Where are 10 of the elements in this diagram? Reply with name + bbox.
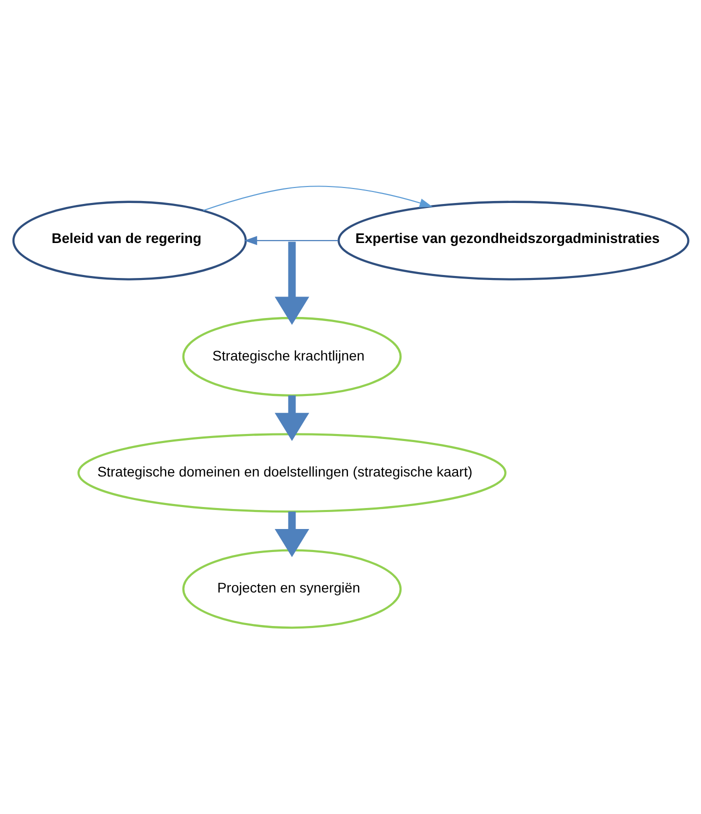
node-ellipse: Strategische domeinen en doelstellingen (strategische kaart) (76, 433, 506, 513)
node-ellipse: Expertise van gezondheidszorgadministraties (337, 200, 689, 280)
arrow (274, 395, 309, 441)
arrow (274, 512, 309, 558)
node-ellipse: Strategische krachtlijnen (182, 316, 402, 396)
node-ellipse: Projecten en synergiën (182, 549, 402, 629)
node-ellipse: Beleid van de regering (12, 200, 246, 280)
arrow (274, 242, 309, 325)
arrow (202, 186, 432, 212)
arrow (244, 236, 338, 246)
